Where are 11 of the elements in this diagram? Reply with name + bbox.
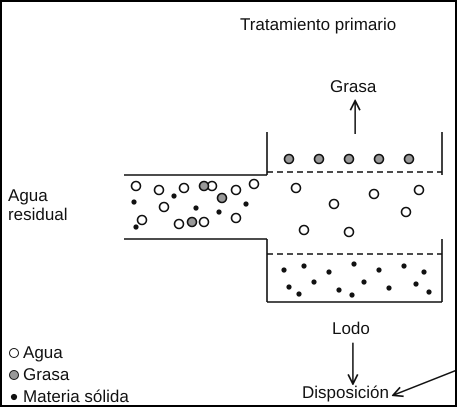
stream-label: Lodo — [332, 320, 370, 339]
arrow — [392, 369, 455, 398]
legend-label: Agua — [23, 344, 63, 363]
inlet-label: Agua residual — [8, 187, 69, 224]
diagram-title: Tratamiento primario — [240, 16, 396, 35]
destination-label: Disposición — [302, 384, 389, 403]
legend-label: Materia sólida — [23, 388, 129, 405]
legend-label: Grasa — [23, 366, 70, 385]
stream-label: Grasa — [330, 78, 376, 97]
arrow — [347, 342, 359, 385]
arrow — [350, 100, 361, 134]
